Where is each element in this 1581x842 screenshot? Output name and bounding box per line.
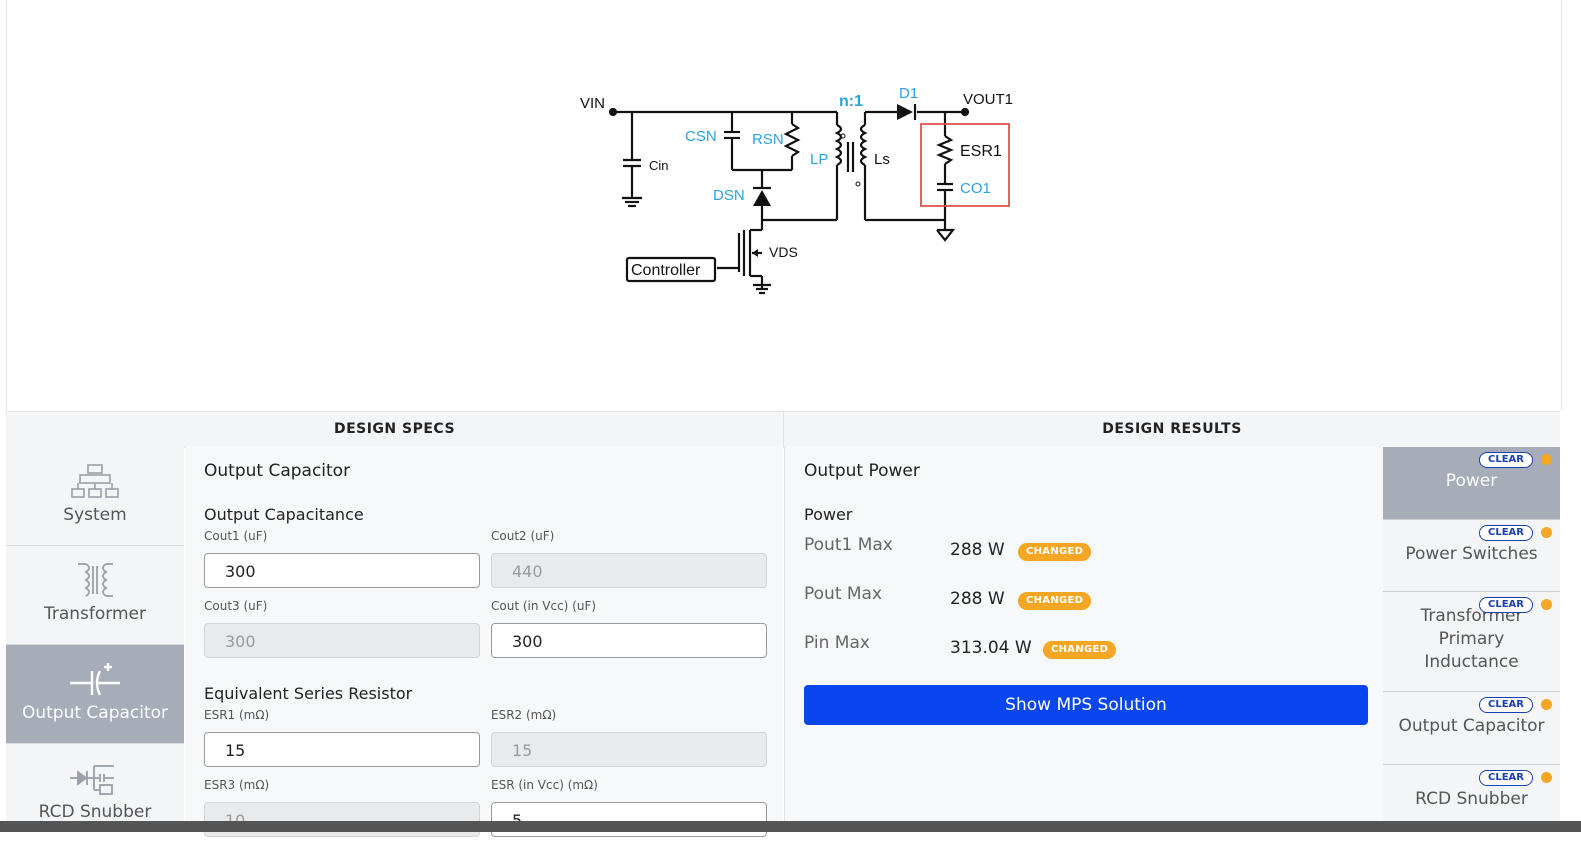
design-specs-panel: Output Capacitor Output Capacitance Cout…: [185, 447, 783, 837]
rnav-item-output-capacitor[interactable]: CLEAR Output Capacitor: [1383, 692, 1560, 765]
spec-category-nav: System Transformer Output Capacitor: [6, 447, 184, 832]
clear-button[interactable]: CLEAR: [1479, 697, 1533, 713]
show-mps-solution-button[interactable]: Show MPS Solution: [804, 685, 1368, 725]
cout-vcc-label: Cout (in Vcc) (uF): [491, 599, 597, 613]
rnav-item-rcd-snubber[interactable]: CLEAR RCD Snubber: [1383, 765, 1560, 832]
clear-button[interactable]: CLEAR: [1479, 597, 1533, 613]
esr2-input: 15: [491, 732, 767, 767]
cout1-input[interactable]: 300: [204, 553, 480, 588]
window-bottom-edge: [0, 821, 1581, 832]
rcd-snubber-icon: [70, 765, 114, 795]
nav-item-output-capacitor[interactable]: Output Capacitor: [6, 645, 184, 744]
label-vds: VDS: [769, 244, 798, 260]
esr3-label: ESR3 (mΩ): [204, 778, 270, 792]
esr2-label: ESR2 (mΩ): [491, 708, 557, 722]
changed-indicator-dot: [1541, 772, 1552, 783]
cout2-input: 440: [491, 553, 767, 588]
esr-section-title: Equivalent Series Resistor: [204, 684, 413, 703]
pout-max-label: Pout Max: [804, 584, 883, 604]
label-esr1: ESR1: [960, 143, 1002, 160]
rnav-label-power-switches: Power Switches: [1405, 544, 1538, 564]
cout3-input: 300: [204, 623, 480, 658]
cout2-label: Cout2 (uF): [491, 529, 555, 543]
changed-indicator-dot: [1541, 454, 1552, 465]
label-d1: D1: [899, 85, 918, 102]
label-ls: Ls: [874, 151, 890, 168]
rnav-label-power: Power: [1445, 471, 1498, 491]
design-specs-header: DESIGN SPECS: [6, 412, 784, 447]
changed-badge: CHANGED: [1043, 641, 1117, 659]
panel-header-row: DESIGN SPECS DESIGN RESULTS: [6, 411, 1560, 448]
nav-label-system: System: [63, 505, 127, 525]
label-csn: CSN: [685, 128, 717, 145]
pout-max-value: 288 W: [950, 589, 1005, 609]
label-ratio: n:1: [839, 93, 863, 110]
pout1-max-label: Pout1 Max: [804, 535, 893, 555]
label-lp: LP: [810, 151, 828, 168]
pin-max-value: 313.04 W: [950, 638, 1032, 658]
rnav-label-transformer-primary-inductance: Transformer Primary Inductance: [1420, 606, 1523, 672]
flyback-schematic: VIN Cin CSN RSN DSN LP Ls n:1 D1 VOUT1 E…: [580, 85, 1013, 295]
clear-button[interactable]: CLEAR: [1479, 452, 1533, 468]
label-co1: CO1: [960, 180, 991, 197]
changed-badge: CHANGED: [1018, 592, 1092, 610]
esr1-label: ESR1 (mΩ): [204, 708, 270, 722]
esr-vcc-label: ESR (in Vcc) (mΩ): [491, 778, 598, 792]
esr1-input[interactable]: 15: [204, 732, 480, 767]
design-results-panel: Output Power Power Pout1 Max 288 W CHANG…: [784, 447, 1383, 832]
label-cin: Cin: [649, 158, 669, 173]
controller-block: Controller: [631, 262, 701, 279]
pin-max-label: Pin Max: [804, 633, 870, 653]
rnav-item-transformer-primary-inductance[interactable]: Transformer Primary Inductance CLEAR: [1383, 592, 1560, 692]
changed-indicator-dot: [1541, 699, 1552, 710]
nav-item-rcd-snubber[interactable]: RCD Snubber: [6, 744, 184, 842]
label-vin: VIN: [580, 95, 605, 112]
cout-vcc-input[interactable]: 300: [491, 623, 767, 658]
changed-badge: CHANGED: [1018, 543, 1092, 561]
transformer-icon: [78, 563, 113, 597]
nav-item-system[interactable]: System: [6, 447, 184, 546]
output-capacitance-title: Output Capacitance: [204, 505, 364, 524]
pout1-max-value: 288 W: [950, 540, 1005, 560]
system-tree-icon: [71, 464, 119, 498]
changed-indicator-dot: [1541, 599, 1552, 610]
design-results-header: DESIGN RESULTS: [1102, 421, 1242, 437]
clear-button[interactable]: CLEAR: [1479, 770, 1533, 786]
changed-indicator-dot: [1541, 527, 1552, 538]
label-rsn: RSN: [752, 131, 784, 148]
spec-section-title: Output Capacitor: [204, 461, 351, 481]
results-subtitle: Power: [804, 505, 853, 524]
capacitor-icon: [70, 663, 120, 696]
results-section-title: Output Power: [804, 461, 920, 481]
clear-button[interactable]: CLEAR: [1479, 525, 1533, 541]
schematic-area: VIN Cin CSN RSN DSN LP Ls n:1 D1 VOUT1 E…: [6, 0, 1562, 410]
nav-label-rcd-snubber: RCD Snubber: [38, 802, 152, 822]
nav-item-transformer[interactable]: Transformer: [6, 546, 184, 645]
rnav-label-output-capacitor: Output Capacitor: [1398, 716, 1545, 736]
results-category-nav: CLEAR Power CLEAR Power Switches Transfo…: [1383, 447, 1560, 832]
rnav-item-power[interactable]: CLEAR Power: [1383, 447, 1560, 520]
nav-label-output-capacitor: Output Capacitor: [21, 703, 169, 723]
rnav-item-power-switches[interactable]: CLEAR Power Switches: [1383, 520, 1560, 592]
label-vout1: VOUT1: [963, 91, 1013, 108]
nav-label-transformer: Transformer: [43, 604, 146, 624]
label-dsn: DSN: [713, 187, 745, 204]
cout1-label: Cout1 (uF): [204, 529, 268, 543]
cout3-label: Cout3 (uF): [204, 599, 268, 613]
rnav-label-rcd-snubber: RCD Snubber: [1415, 789, 1528, 809]
